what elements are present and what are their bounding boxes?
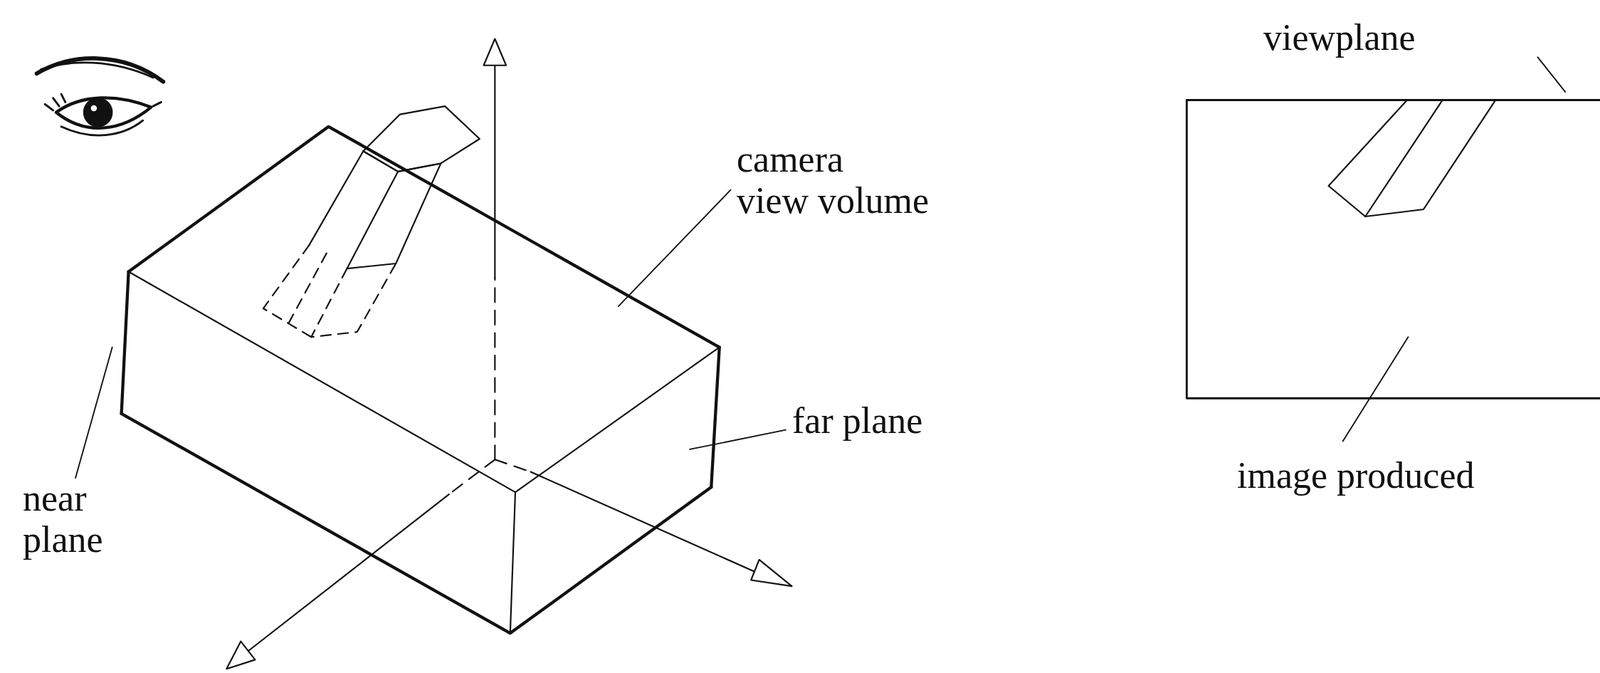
leader-lines: [75, 56, 1566, 478]
prism-object: [263, 106, 480, 337]
image-label: image produced: [1237, 454, 1475, 497]
eye-icon: [37, 58, 164, 136]
view-volume-box: [121, 126, 720, 633]
far-plane-label: far plane: [792, 400, 923, 442]
coordinate-axes: [226, 38, 792, 669]
viewplane-rectangle: [1186, 100, 1600, 399]
view-volume-label: camera view volume: [736, 138, 937, 222]
near-plane-label: near plane: [22, 477, 119, 561]
viewplane-label: viewplane: [1263, 17, 1416, 59]
